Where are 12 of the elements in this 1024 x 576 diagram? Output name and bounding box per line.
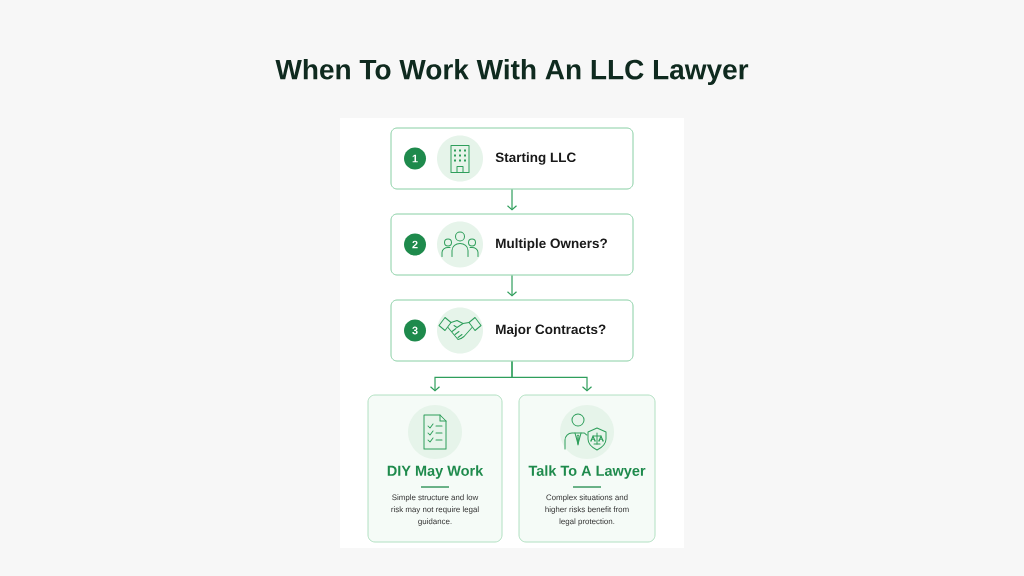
step-label: Major Contracts? — [496, 324, 606, 337]
arrow — [511, 360, 593, 392]
number-badge: 3 — [404, 319, 426, 342]
step-label: Starting LLC — [495, 152, 576, 165]
number-badge: 2 — [404, 233, 426, 256]
number-badge: 1 — [404, 147, 426, 170]
arrow — [506, 274, 518, 297]
outcome-heading: Talk To A Lawyer — [528, 465, 646, 479]
arrow — [506, 188, 518, 211]
title: When To Work With An LLC Lawyer — [275, 58, 749, 86]
outcome-heading: DIY May Work — [387, 465, 484, 479]
step-label: Multiple Owners? — [496, 238, 607, 251]
